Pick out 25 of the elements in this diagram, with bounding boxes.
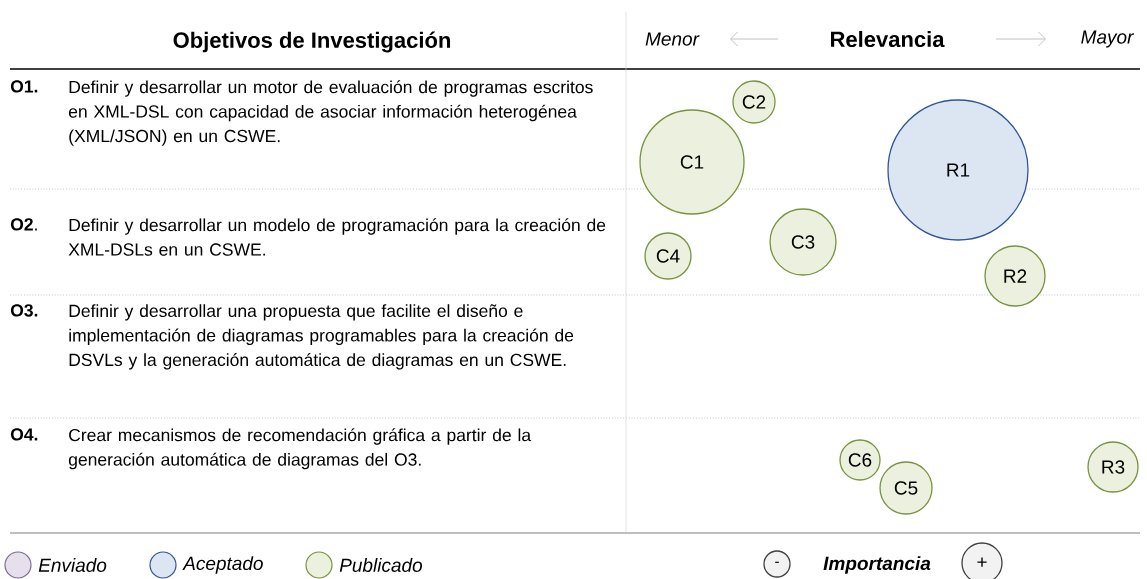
objective-number: O2. xyxy=(10,218,37,231)
objective-text: Definir y desarrollar un modelo de programación para la creación de XML-DSLs en un CSWE. xyxy=(68,218,606,256)
bubble: C2 xyxy=(732,80,776,124)
bubble: C4 xyxy=(644,232,692,280)
axis-title: Importancia xyxy=(823,556,931,574)
axis-end-label: Menor xyxy=(645,32,700,46)
objective-number: O4. xyxy=(10,428,38,441)
objective-text: Definir y desarrollar un motor de evaluación de programas escritos en XML-DSL con capacidad de asociar información heterogénea (XML/JSON) en un CSWE. xyxy=(68,80,593,146)
column-heading: Objetivos de Investigación xyxy=(173,31,450,53)
legend-label: Publicado xyxy=(339,558,423,572)
legend-label: Enviado xyxy=(38,558,107,572)
bubble: C6 xyxy=(839,439,881,481)
objective-number: O3. xyxy=(10,304,38,317)
bubble: R2 xyxy=(984,245,1046,307)
bubble: R3 xyxy=(1087,441,1139,493)
objective-text: Definir y desarrollar una propuesta que facilite el diseño e implementación de diagramas programables para la creación de DSVLs y la generación automática de diagramas en un CSWE. xyxy=(69,304,574,370)
bubble: R1 xyxy=(887,99,1029,241)
column-heading: Relevancia xyxy=(831,30,945,48)
bubble: C3 xyxy=(769,208,837,276)
bubble: C1 xyxy=(639,109,745,215)
legend-label: Aceptado xyxy=(182,556,263,574)
axis-end-label: Mayor xyxy=(1081,30,1135,48)
bubble: C5 xyxy=(879,461,933,515)
objective-text: Crear mecanismos de recomendación gráfica a partir de la generación automática de diagramas del O3. xyxy=(68,428,532,470)
objective-number: O1. xyxy=(10,80,38,93)
